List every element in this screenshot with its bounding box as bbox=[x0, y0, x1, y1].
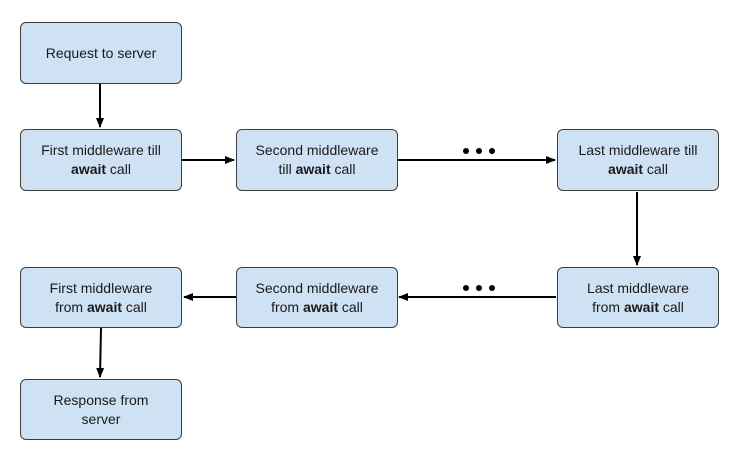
keyword-await: await bbox=[86, 298, 122, 315]
label-prefix: from bbox=[592, 298, 624, 315]
node-label: Request to server bbox=[45, 44, 157, 61]
node-label-line1: First middleware bbox=[49, 279, 153, 296]
arrow-first-from-to-response bbox=[96, 327, 105, 378]
node-request-to-server: Request to server bbox=[20, 22, 182, 84]
node-last-middleware-from-await: Last middleware from await call bbox=[557, 267, 719, 328]
node-label-line2: till await call bbox=[278, 160, 355, 179]
ellipsis-top bbox=[463, 148, 495, 154]
label-suffix: call bbox=[659, 298, 684, 315]
dot-icon bbox=[463, 285, 469, 291]
ellipsis-bottom bbox=[463, 285, 495, 291]
node-last-middleware-till-await: Last middleware till await call bbox=[557, 129, 719, 191]
node-label-line2: await call bbox=[71, 160, 131, 179]
dot-icon bbox=[489, 285, 495, 291]
keyword-await: await bbox=[302, 298, 338, 315]
node-label-line1: Second middleware bbox=[255, 142, 379, 158]
node-response-from-server: Response from server bbox=[20, 379, 182, 440]
label-prefix: till bbox=[278, 161, 296, 177]
node-label-line1: Response from bbox=[53, 391, 149, 408]
node-second-middleware-from-await: Second middleware from await call bbox=[236, 267, 398, 328]
node-label-line1: Last middleware till bbox=[578, 142, 698, 158]
node-label-line2: from await call bbox=[271, 298, 363, 317]
node-label-line2: from await call bbox=[592, 298, 684, 317]
dot-icon bbox=[476, 148, 482, 154]
label-suffix: call bbox=[643, 161, 668, 177]
node-first-middleware-from-await: First middleware from await call bbox=[20, 267, 182, 328]
label-prefix: from bbox=[271, 298, 303, 315]
node-label-line2: from await call bbox=[55, 298, 147, 317]
label-suffix: call bbox=[106, 161, 131, 177]
keyword-await: await bbox=[623, 298, 659, 315]
dot-icon bbox=[489, 148, 495, 154]
dot-icon bbox=[476, 285, 482, 291]
keyword-await: await bbox=[71, 161, 107, 177]
keyword-await: await bbox=[295, 161, 331, 177]
keyword-await: await bbox=[608, 161, 644, 177]
label-suffix: call bbox=[338, 298, 363, 315]
node-label-line2: await call bbox=[608, 160, 668, 179]
label-suffix: call bbox=[330, 161, 356, 177]
node-label-line2: server bbox=[81, 410, 121, 427]
node-label-line1: First middleware till bbox=[41, 142, 161, 158]
node-label-line1: Second middleware bbox=[255, 279, 379, 296]
label-prefix: from bbox=[55, 298, 87, 315]
dot-icon bbox=[463, 148, 469, 154]
label-suffix: call bbox=[122, 298, 147, 315]
node-second-middleware-till-await: Second middleware till await call bbox=[236, 129, 398, 191]
node-first-middleware-till-await: First middleware till await call bbox=[20, 129, 182, 191]
node-label-line1: Last middleware bbox=[587, 279, 689, 296]
